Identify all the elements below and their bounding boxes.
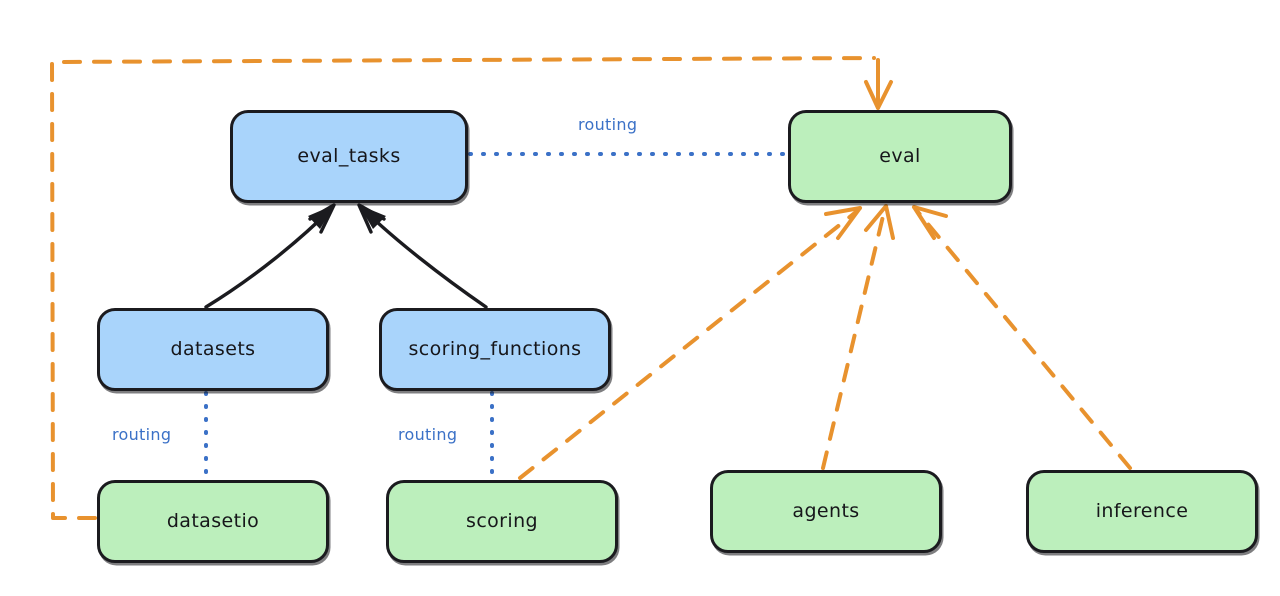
node-label: datasetio [166,510,260,533]
node-label: scoring [466,510,538,533]
edge-agents-to-eval [821,204,895,470]
edge-scoring_functions-to-eval_tasks [357,203,488,309]
node-label: eval_tasks [297,145,401,168]
node-label: scoring_functions [408,338,582,361]
edge-label-routing-scoring: routing [398,425,458,444]
node-datasetio[interactable]: datasetio [97,480,329,563]
node-datasets[interactable]: datasets [97,308,329,391]
node-eval-tasks[interactable]: eval_tasks [230,110,468,203]
node-scoring-functions[interactable]: scoring_functions [379,308,611,391]
edge-label-routing-eval: routing [578,115,638,134]
edge-datasetio-to-eval [50,56,893,520]
node-inference[interactable]: inference [1026,470,1258,553]
edge-inference-to-eval [912,205,1132,470]
node-label: agents [792,500,860,523]
node-eval[interactable]: eval [788,110,1012,203]
edge-label-routing-datasetio: routing [112,425,172,444]
node-label: datasets [170,338,256,361]
node-label: inference [1095,500,1189,523]
edge-datasets-to-eval_tasks [204,203,336,309]
node-agents[interactable]: agents [710,470,942,553]
node-scoring[interactable]: scoring [386,480,618,563]
node-label: eval [879,145,921,168]
